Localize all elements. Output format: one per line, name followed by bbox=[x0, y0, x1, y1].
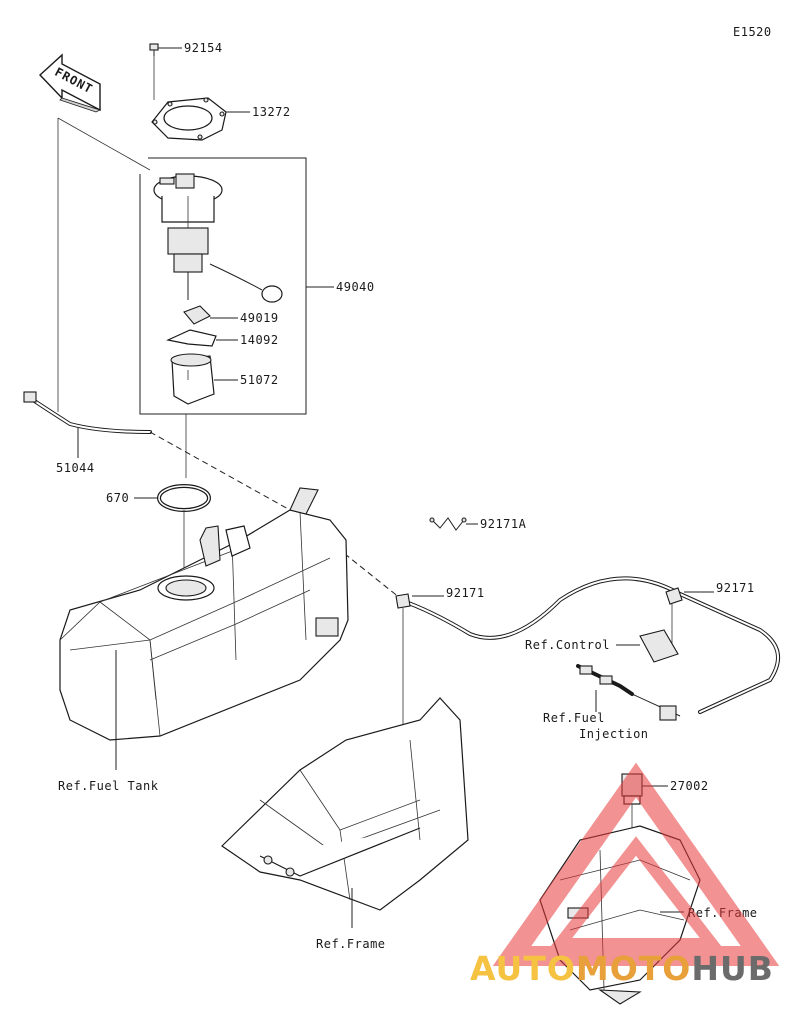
ref-fuel-tank: Ref.Fuel Tank bbox=[58, 779, 159, 793]
cup-51072[interactable]: 51072 bbox=[170, 353, 279, 405]
fuel-tank: Ref.Fuel Tank bbox=[58, 487, 349, 793]
control-bracket: Ref.Control bbox=[525, 629, 679, 663]
part-label-92171-right: 92171 bbox=[716, 581, 755, 595]
part-label-13272: 13272 bbox=[252, 105, 291, 119]
watermark-triangle-icon bbox=[492, 762, 780, 966]
part-label-51072: 51072 bbox=[240, 373, 279, 387]
part-label-49019: 49019 bbox=[240, 311, 279, 325]
oring-670[interactable]: 670 bbox=[106, 484, 211, 512]
part-label-92171a: 92171A bbox=[480, 517, 527, 531]
ref-control: Ref.Control bbox=[525, 638, 610, 652]
part-label-92154: 92154 bbox=[184, 41, 223, 55]
fuel-pump-assembly[interactable] bbox=[153, 173, 283, 303]
part-label-14092: 14092 bbox=[240, 333, 279, 347]
watermark-logo: AUTOMOTOHUB bbox=[470, 762, 780, 988]
ref-frame-left: Ref.Frame bbox=[316, 937, 386, 951]
plate-13272[interactable]: 13272 bbox=[151, 97, 291, 141]
front-arrow-icon: FRONT bbox=[38, 53, 102, 113]
fuel-injection-rail: Ref.Fuel Injection bbox=[543, 664, 681, 741]
part-label-51044: 51044 bbox=[56, 461, 95, 475]
diagram-code: E1520 bbox=[733, 25, 772, 39]
bracket-14092[interactable]: 14092 bbox=[166, 329, 279, 347]
watermark-auto: AUTO bbox=[470, 949, 576, 988]
clamp-92171-center[interactable]: 92171 bbox=[395, 586, 485, 609]
frame-left: Ref.Frame bbox=[221, 697, 469, 951]
watermark-moto: MOTO bbox=[576, 949, 691, 988]
part-label-670: 670 bbox=[106, 491, 129, 505]
filter-49019[interactable]: 49019 bbox=[183, 305, 279, 325]
watermark-hub: HUB bbox=[691, 949, 774, 988]
part-label-92171-center: 92171 bbox=[446, 586, 485, 600]
clamp-92171-right[interactable]: 92171 bbox=[665, 581, 755, 605]
watermark-text: AUTOMOTOHUB bbox=[470, 949, 774, 988]
hose-51044[interactable]: 51044 bbox=[23, 391, 152, 475]
clip-92171a[interactable]: 92171A bbox=[429, 517, 527, 531]
ref-fuel-injection-line1: Ref.Fuel bbox=[543, 711, 605, 725]
part-label-27002: 27002 bbox=[670, 779, 709, 793]
part-label-49040: 49040 bbox=[336, 280, 375, 294]
bolt-92154[interactable]: 92154 bbox=[149, 41, 223, 56]
ref-fuel-injection-line2: Injection bbox=[579, 727, 649, 741]
